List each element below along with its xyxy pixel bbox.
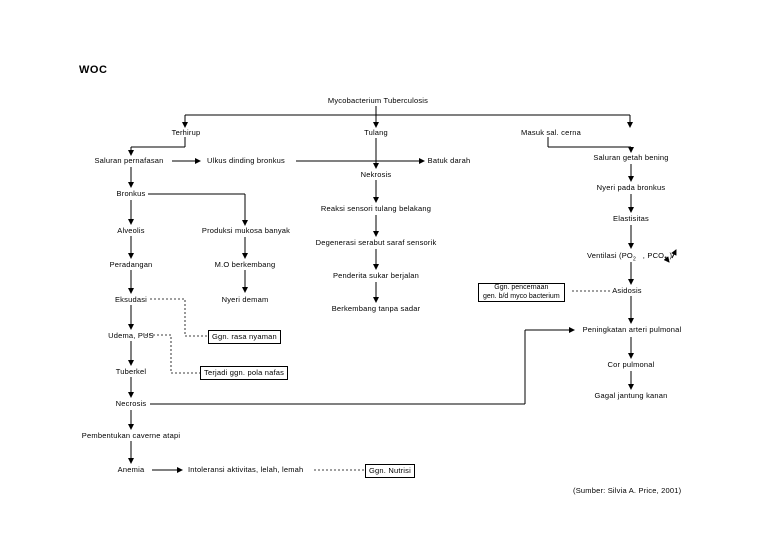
node-batuk-darah: Batuk darah [427,156,471,165]
box-pencernaan-line1: Ggn. pencernaan [494,284,549,291]
node-mo-berkembang: M.O berkembang [214,260,276,269]
node-nyeri-bronkus: Nyeri pada bronkus [596,183,666,192]
node-gagal-jantung: Gagal jantung kanan [594,391,668,400]
box-ggn-rasa-nyaman: Ggn. rasa nyaman [208,330,281,344]
node-cor-pulmonal: Cor pulmonal [607,360,655,369]
ventilasi-sub-pco: 2 [664,256,668,263]
node-elastisitas: Elastisitas [613,214,649,223]
node-udema-pus: Udema, PUS [108,331,154,340]
node-ventilasi: Ventilasi (PO2 , PCO2 ) [587,251,673,263]
node-berkembang-tanpa-sadar: Berkembang tanpa sadar [331,304,421,313]
node-eksudasi: Eksudasi [114,295,148,304]
page-title: WOC [79,64,108,76]
node-bronkus: Bronkus [116,189,146,198]
node-ulkus: Ulkus dinding bronkus [207,156,285,165]
box-ggn-nutrisi: Ggn. Nutrisi [365,464,415,478]
box-ggn-pencernaan: Ggn. pencernaan gen. b/d myco bacterium [478,283,565,302]
node-degenerasi: Degenerasi serabut saraf sensorik [315,238,437,247]
box-pencernaan-line2: gen. b/d myco bacterium [483,292,560,300]
node-peradangan: Peradangan [109,260,153,269]
node-pembentukan-kaverne: Pembentukan caverne atapi [81,431,181,440]
node-root: Mycobacterium Tuberculosis [327,96,429,105]
node-intoleransi: Intoleransi aktivitas, lelah, lemah [188,465,304,474]
source-note: (Sumber: Silvia A. Price, 2001) [573,486,682,495]
node-alveolis: Alveolis [117,226,145,235]
node-penderita: Penderita sukar berjalan [332,271,420,280]
node-masuk: Masuk sal. cerna [521,128,581,137]
node-produksi-mukosa: Produksi mukosa banyak [201,226,291,235]
ventilasi-sub-po: 2 [632,256,636,263]
ventilasi-label: Ventilasi (PO [587,251,633,260]
node-saluran-getah: Saluran getah bening [593,153,669,162]
node-peningkatan-arteri: Peningkatan arteri pulmonal [582,325,682,334]
node-nekrosis: Nekrosis [360,170,392,179]
node-tulang: Tulang [364,128,388,137]
node-anemia: Anemia [117,465,145,474]
node-asidosis: Asidosis [612,286,642,295]
ventilasi-pco: , PCO [642,251,665,260]
node-reaksi: Reaksi sensori tulang belakang [320,204,432,213]
box-pola-nafas: Terjadi ggn. pola nafas [200,366,289,380]
node-saluran-pernafasan: Saluran pernafasan [94,156,164,165]
node-terhirup: Terhirup [171,128,201,137]
node-necrosis: Necrosis [115,399,147,408]
node-tuberkel: Tuberkel [115,367,147,376]
node-nyeri-demam: Nyeri demam [221,295,269,304]
